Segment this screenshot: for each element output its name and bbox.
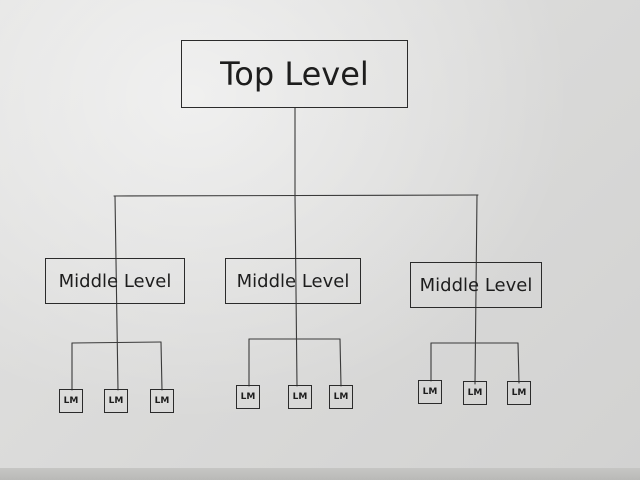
middle-level-label: Middle Level (58, 270, 172, 292)
leaf-node: LM (507, 381, 531, 405)
leaf-label: LM (422, 387, 438, 397)
leaf-label: LM (511, 388, 527, 398)
leaf-node: LM (150, 389, 174, 413)
leaf-node: LM (236, 385, 260, 409)
leaf-label: LM (108, 396, 124, 406)
middle-level-node-1: Middle Level (45, 258, 185, 304)
drop-2 (294, 195, 298, 387)
middle-level-node-3: Middle Level (410, 262, 542, 308)
leaf-node: LM (329, 385, 353, 409)
leaf-label: LM (467, 388, 483, 398)
leaf-label: LM (292, 392, 308, 402)
middle-level-node-2: Middle Level (225, 258, 361, 304)
leaf-node: LM (59, 389, 83, 413)
leaf-node: LM (463, 381, 487, 405)
drop-1 (114, 195, 119, 391)
leaf-label: LM (154, 396, 170, 406)
middle-level-label: Middle Level (419, 274, 533, 296)
table-surface (0, 468, 640, 480)
main-bus (113, 194, 479, 197)
leaf-node: LM (418, 380, 442, 404)
leaf-node: LM (104, 389, 128, 413)
leaf-label: LM (63, 396, 79, 406)
top-level-label: Top Level (220, 55, 369, 93)
leaf-label: LM (333, 392, 349, 402)
bracket-1 (71, 341, 162, 344)
middle-level-label: Middle Level (236, 270, 350, 292)
top-level-node: Top Level (181, 40, 408, 108)
leaf-label: LM (240, 392, 256, 402)
drop-3 (474, 194, 478, 385)
leaf-node: LM (288, 385, 312, 409)
